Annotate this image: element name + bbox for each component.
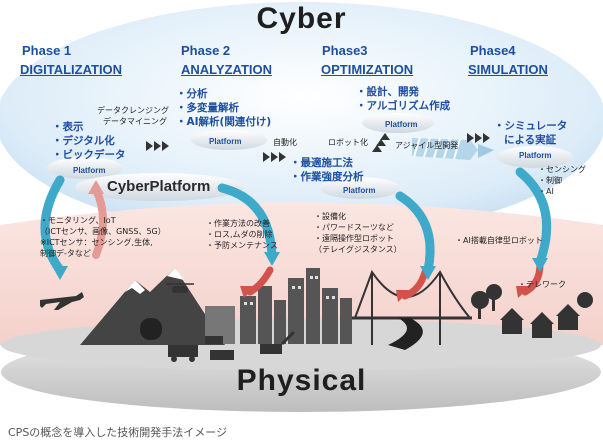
physical-note: 制御デ-タなど xyxy=(40,249,91,258)
physical-note: （ICTセンサ、画像、GNSS、5G） xyxy=(40,227,166,236)
physical-title: Physical xyxy=(236,364,367,397)
road xyxy=(388,318,423,350)
physical-note: （テレイグジスタンス） xyxy=(314,245,402,254)
physical-note: ・設備化 xyxy=(314,212,346,221)
physical-note: ・パワードスーツなど xyxy=(314,223,394,232)
houses xyxy=(471,284,593,338)
transition-label: ロボット化 xyxy=(328,138,368,147)
physical-note: ・作業方法の改善 xyxy=(206,219,270,228)
phase1-name: DIGITALIZATION xyxy=(20,62,123,77)
phase3-item: ・最適施工法 xyxy=(290,157,353,169)
construction-machines xyxy=(168,330,296,362)
chevron-arrows xyxy=(146,133,490,162)
phase1-item: ・表示 xyxy=(52,121,84,133)
phase3-number: Phase3 xyxy=(322,43,368,58)
transition-label: データクレンジング xyxy=(97,106,169,115)
figure-caption: CPSの概念を導入した技術開発手法イメージ xyxy=(8,426,228,439)
physical-note: ・AI搭載自律型ロボット xyxy=(455,236,543,245)
platform-label: Platform xyxy=(209,137,242,146)
platform-label: Platform xyxy=(343,186,376,195)
airplane-icon xyxy=(40,292,84,310)
phase1-item: ・ビックデータ xyxy=(52,149,126,161)
phase2-number: Phase 2 xyxy=(181,43,231,58)
physical-note: ・ロス,ムダの削除 xyxy=(206,230,273,239)
phase4-item: ・シミュレータ xyxy=(494,120,568,132)
tunnel xyxy=(140,318,162,340)
phase4-name: SIMULATION xyxy=(468,62,548,77)
bridge xyxy=(352,269,472,345)
phase2-item: ・AI解析(関連付け) xyxy=(176,116,272,128)
platform-label: Platform xyxy=(385,120,418,129)
physical-note: ・遠隔操作型ロボット xyxy=(314,234,394,243)
phase3-name: OPTIMIZATION xyxy=(321,62,414,77)
transition-label: データマイニング xyxy=(103,117,167,126)
physical-note: ・モニタリング、IoT xyxy=(40,216,116,225)
mountain xyxy=(80,268,225,345)
phase3-item: ・アルゴリズム作成 xyxy=(356,100,451,112)
cyber-platform-label: CyberPlatform xyxy=(107,178,211,195)
cyber-title: Cyber xyxy=(256,2,347,35)
downward-arrows xyxy=(40,167,552,275)
sensing-item: ・センシング xyxy=(538,165,586,174)
phase2-name: ANALYZATION xyxy=(181,62,272,77)
mountain-snow xyxy=(125,280,145,294)
phase4-item: による実証 xyxy=(504,134,557,146)
phase2-item: ・多変量解析 xyxy=(176,102,239,114)
platform-clouds xyxy=(47,113,573,201)
platform-label: Platform xyxy=(73,166,106,175)
phase4-number: Phase4 xyxy=(470,43,516,58)
sensing-item: ・制御 xyxy=(538,176,562,185)
transition-label: アジャイル型開発 xyxy=(395,141,459,150)
phase2-item: ・分析 xyxy=(176,88,208,100)
physical-note: ※ICTセンサ：センシング,生体, xyxy=(40,238,153,247)
physical-note: ・予防メンテナンス xyxy=(206,241,278,250)
mountain-snow xyxy=(167,268,184,280)
phase1-item: ・デジタル化 xyxy=(52,135,115,147)
sensing-item: ・AI xyxy=(538,187,554,196)
phase3-item: ・作業強度分析 xyxy=(290,171,364,183)
phase3-item: ・設計、開発 xyxy=(356,86,419,98)
helicopter-icon xyxy=(172,286,188,293)
phase1-number: Phase 1 xyxy=(22,43,72,58)
city-buildings xyxy=(205,268,352,344)
agile-arrow xyxy=(412,136,494,160)
platform-label: Platform xyxy=(519,151,552,160)
physical-note: ・テレワーク xyxy=(518,280,566,289)
transition-label: 自動化 xyxy=(273,138,297,147)
